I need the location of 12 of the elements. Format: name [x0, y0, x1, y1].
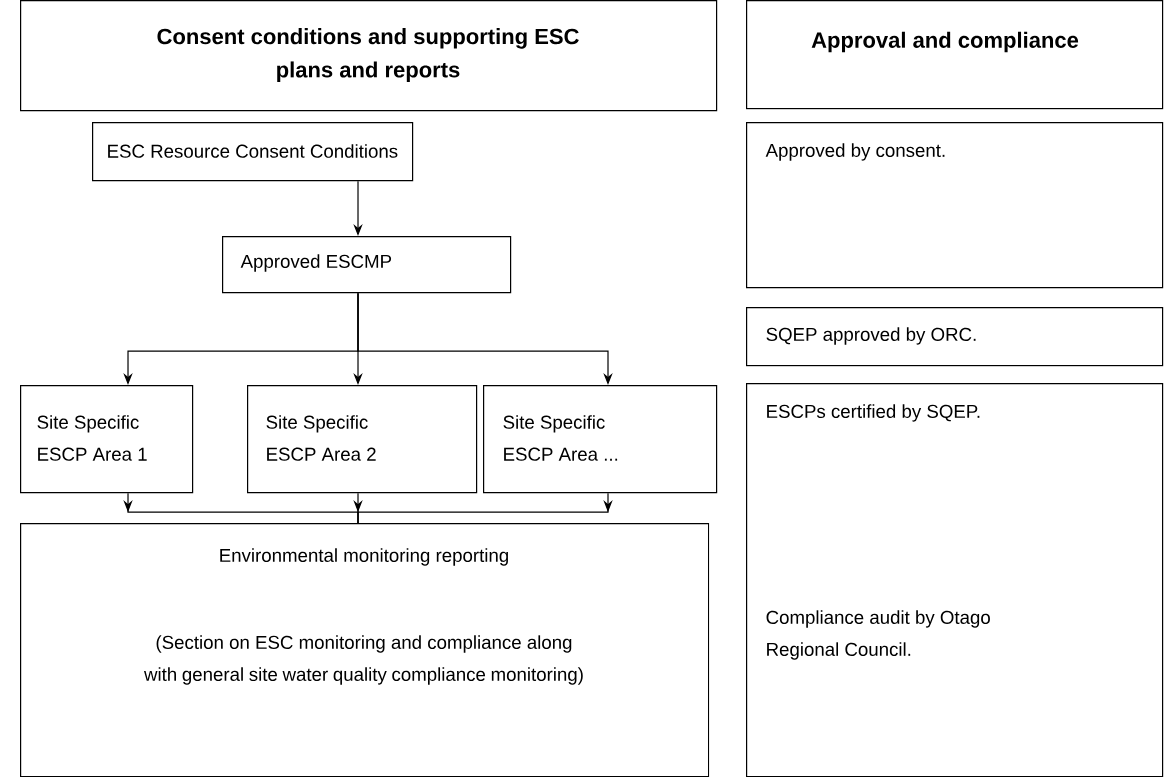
header-box: Approval and compliance: [746, 0, 1164, 110]
process-box: ESC Resource Consent Conditions: [92, 122, 414, 182]
process-box: Approved by consent.: [746, 122, 1164, 289]
process-box: SQEP approved by ORC.: [746, 307, 1164, 367]
process-box: ESCPs certified by SQEP. Compliance audit by Otago Regional Council.: [746, 383, 1164, 777]
process-box: Site Specific ESCP Area ...: [483, 385, 718, 494]
header-box: Consent conditions and supporting ESC plans and reports: [20, 0, 718, 112]
process-box: Approved ESCMP: [222, 236, 512, 294]
process-box: Environmental monitoring reporting (Section on ESC monitoring and compliance along with general site water quality compliance monitoring): [20, 523, 710, 777]
process-box: Site Specific ESCP Area 1: [20, 385, 194, 494]
arrow: [357, 492, 613, 524]
process-box: Site Specific ESCP Area 2: [247, 385, 478, 494]
